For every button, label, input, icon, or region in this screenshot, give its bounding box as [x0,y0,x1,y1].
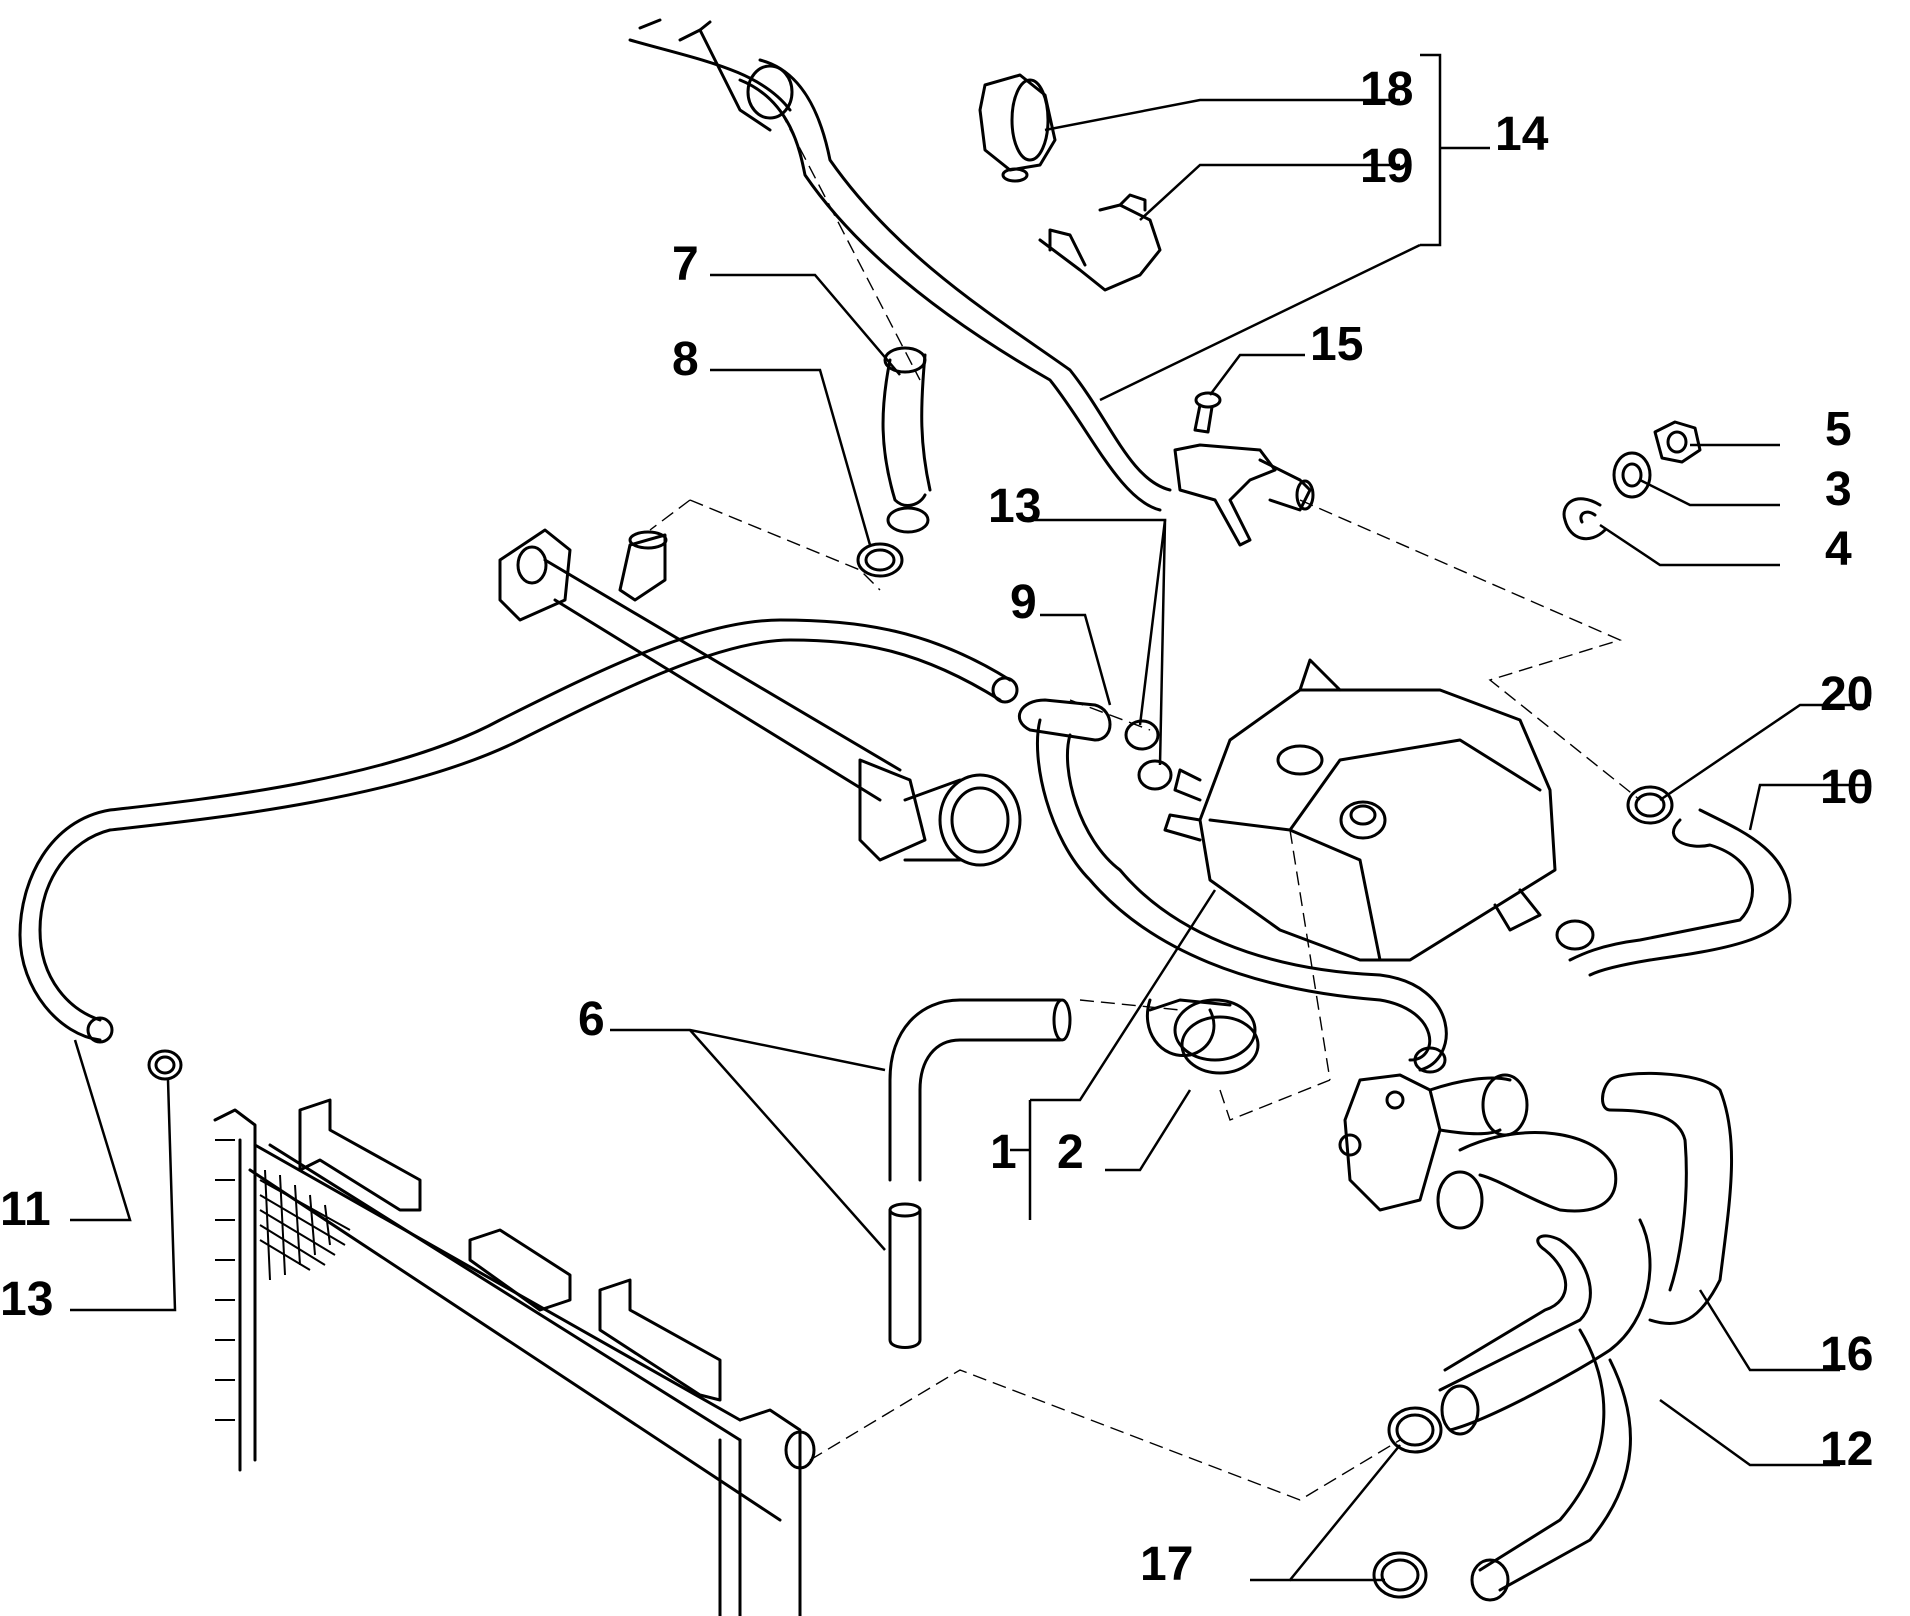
leader-lines [70,53,1870,1582]
valve-body [1173,443,1315,547]
callout-20: 20 [1820,668,1873,721]
alignment-lines [649,109,1641,1501]
callout-2: 2 [1057,1126,1084,1179]
metal-pipe-with-flange [498,528,1022,867]
callout-15: 15 [1310,318,1363,371]
callout-17: 17 [1140,1538,1193,1591]
callout-7: 7 [672,238,699,291]
callout-13-upper: 13 [988,480,1041,533]
clamp-8 [856,542,904,578]
screw-15 [1193,391,1222,434]
hose-12 [1438,1218,1652,1602]
connector-18 [978,73,1057,183]
radiator [213,1098,816,1616]
clamp-20 [1626,785,1674,825]
callout-19: 19 [1360,140,1413,193]
washer-3 [1612,451,1652,499]
clamp-17-upper [1387,1406,1443,1454]
callout-5: 5 [1825,403,1852,456]
expansion-tank-1 [1163,658,1557,962]
callout-1: 1 [990,1126,1017,1179]
thermostat-housing [1338,1073,1618,1230]
callout-3: 3 [1825,463,1852,516]
callout-16: 16 [1820,1328,1873,1381]
hose-14 [628,18,1172,512]
callout-14: 14 [1495,108,1549,161]
callout-8: 8 [672,333,699,386]
callout-10: 10 [1820,761,1873,814]
hose-9 [1017,698,1448,1074]
hose-7 [881,346,932,534]
hose-10 [1555,808,1792,977]
cap-2 [1145,998,1260,1075]
bracket-19 [1038,193,1162,292]
callout-6: 6 [578,993,605,1046]
hose-11 [18,618,1019,1044]
callout-4: 4 [1825,523,1852,576]
callout-12: 12 [1820,1423,1873,1476]
clip-4 [1562,497,1607,541]
callout-11: 11 [0,1183,51,1236]
nut-5 [1653,420,1702,464]
clamp-13-lower [147,1049,183,1081]
clamp-17-lower [1372,1551,1428,1599]
callout-13-lower: 13 [0,1273,53,1326]
callout-18: 18 [1360,63,1413,116]
callout-9: 9 [1010,576,1037,629]
hose-6 [888,998,1072,1349]
hose-16 [1601,1071,1734,1326]
clamp-13-upper [1124,719,1173,791]
